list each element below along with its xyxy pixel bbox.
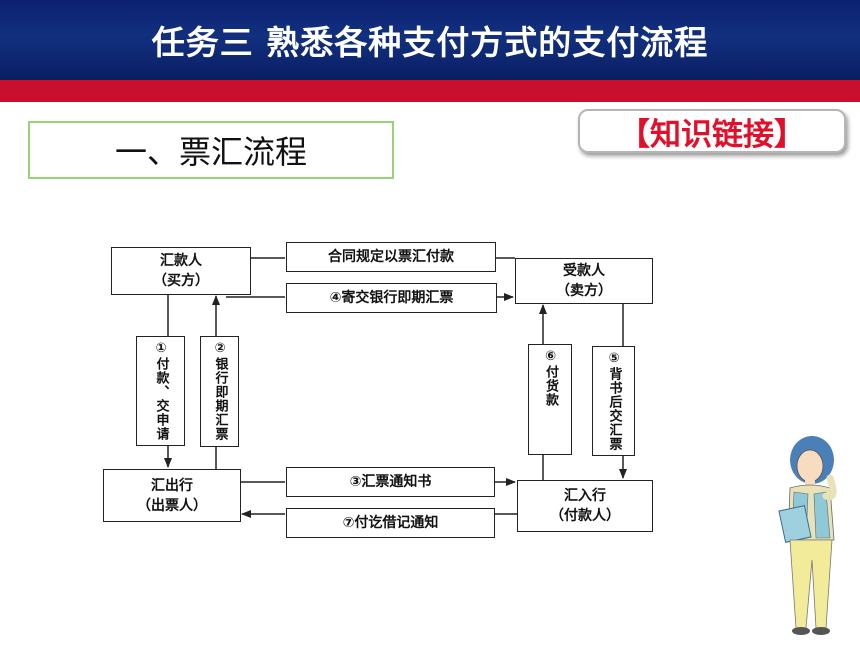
knowledge-link-badge[interactable]: 【知识链接】 bbox=[578, 109, 846, 153]
step6-label: ⑥付货款 bbox=[543, 349, 558, 407]
step5-label-box: ⑤背书后交汇票 bbox=[592, 346, 635, 456]
slide-title: 任务三 熟悉各种支付方式的支付流程 bbox=[0, 0, 860, 80]
step5-label: ⑤背书后交汇票 bbox=[606, 351, 622, 451]
payee-role: （卖方） bbox=[556, 283, 612, 299]
teacher-illustration bbox=[778, 436, 837, 635]
step1-label-box: ①付款、交申请 bbox=[136, 336, 185, 446]
step4-label: ④寄交银行即期汇票 bbox=[286, 283, 497, 313]
remitter-node: 汇款人 （买方） bbox=[111, 247, 251, 295]
paying-bank-name: 汇入行 bbox=[564, 488, 606, 504]
step3-label: ③汇票通知书 bbox=[286, 467, 495, 497]
step2-label: ②银行即期汇票 bbox=[212, 341, 228, 441]
remitter-role: （买方） bbox=[153, 273, 209, 289]
step6-label-box: ⑥付货款 bbox=[528, 344, 572, 455]
step7-label: ⑦付讫借记通知 bbox=[286, 508, 495, 538]
contract-label: 合同规定以票汇付款 bbox=[286, 242, 496, 272]
step2-label-box: ②银行即期汇票 bbox=[200, 336, 239, 447]
remitting-bank-name: 汇出行 bbox=[151, 477, 193, 494]
paying-bank-role: （付款人） bbox=[550, 508, 620, 524]
remitting-bank-node: 汇出行 （出票人） bbox=[103, 469, 241, 522]
payee-node: 受款人 （卖方） bbox=[515, 258, 653, 304]
payee-name: 受款人 bbox=[563, 263, 605, 279]
section-heading: 一、票汇流程 bbox=[28, 121, 394, 179]
title-accent-band bbox=[0, 80, 860, 102]
remitter-name: 汇款人 bbox=[160, 253, 202, 269]
step1-label: ①付款、交申请 bbox=[153, 341, 169, 441]
paying-bank-node: 汇入行 （付款人） bbox=[517, 480, 653, 532]
remitting-bank-role: （出票人） bbox=[137, 497, 207, 514]
